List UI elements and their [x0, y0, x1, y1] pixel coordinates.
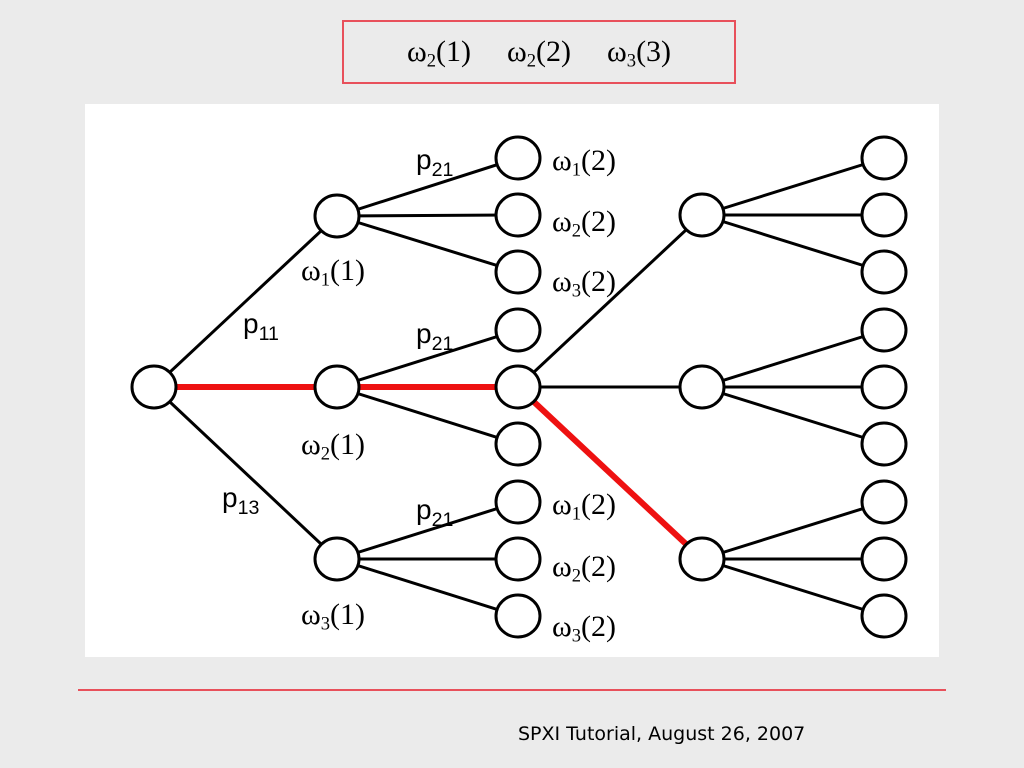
tree-node: [860, 593, 908, 639]
tree-edge: [336, 385, 519, 446]
tree-node: [860, 135, 908, 181]
tree-node: [494, 135, 542, 181]
tree-node: [860, 364, 908, 410]
tree-edge: [701, 500, 885, 561]
tree-node: [494, 249, 542, 295]
tree-edge: [701, 385, 885, 446]
tree-node: [494, 593, 542, 639]
tree-node: [860, 421, 908, 467]
footer-divider: [78, 689, 946, 691]
tree-node: [860, 307, 908, 353]
node-label: ω3(2): [552, 610, 617, 647]
tree-node: [678, 364, 726, 410]
tree-edge: [336, 500, 519, 561]
tree-edge: [336, 156, 519, 218]
scenario-term: ω2(1): [406, 35, 471, 72]
node-label: ω3(1): [301, 598, 366, 635]
tree-node: [130, 364, 178, 410]
footer-caption: SPXI Tutorial, August 26, 2007: [518, 723, 806, 745]
scenario-tree-panel: ω1(1) ω2(1) ω3(1) ω1(2) ω2(2) ω3(2) ω1(2…: [85, 104, 939, 657]
tree-node: [494, 479, 542, 525]
scenario-path-box: ω2(1) ω2(2) ω3(3): [342, 20, 736, 84]
tree-edge: [701, 328, 885, 389]
tree-node: [678, 192, 726, 238]
tree-node: [313, 536, 361, 582]
node-label: ω2(1): [301, 428, 366, 465]
tree-node: [494, 421, 542, 467]
tree-node: [494, 536, 542, 582]
probability-label: p13: [222, 482, 260, 519]
probability-label: p21: [416, 144, 454, 181]
tree-edge: [701, 213, 885, 274]
tree-node: [494, 364, 542, 410]
tree-edge: [701, 557, 885, 618]
tree-node: [313, 193, 361, 239]
node-label: ω3(2): [552, 265, 617, 302]
tree-node: [860, 479, 908, 525]
tree-node: [860, 249, 908, 295]
scenario-tree: [130, 135, 908, 639]
tree-node: [678, 536, 726, 582]
tree-edge: [336, 214, 519, 274]
probability-label: p11: [243, 308, 279, 345]
tree-edge: [701, 156, 885, 217]
node-label: ω1(1): [301, 254, 366, 291]
scenario-term: ω2(2): [506, 35, 572, 72]
tree-edge: [152, 214, 339, 389]
tree-node: [313, 364, 361, 410]
node-label: ω2(2): [552, 205, 617, 242]
probability-label: p21: [416, 494, 454, 531]
tree-edge: [336, 213, 519, 218]
probability-label: p21: [416, 318, 454, 355]
node-label: ω2(2): [552, 550, 617, 587]
tree-node: [860, 536, 908, 582]
tree-node: [494, 192, 542, 238]
tree-edge: [152, 385, 339, 561]
node-label: ω1(2): [552, 488, 617, 525]
scenario-term: ω3(3): [607, 35, 672, 72]
tree-node: [860, 192, 908, 238]
tree-edge: [336, 557, 519, 618]
tree-edge: [516, 213, 704, 389]
tree-edge: [336, 328, 519, 389]
tree-node: [494, 307, 542, 353]
node-label: ω1(2): [552, 144, 617, 181]
highlighted-edge: [515, 384, 705, 562]
